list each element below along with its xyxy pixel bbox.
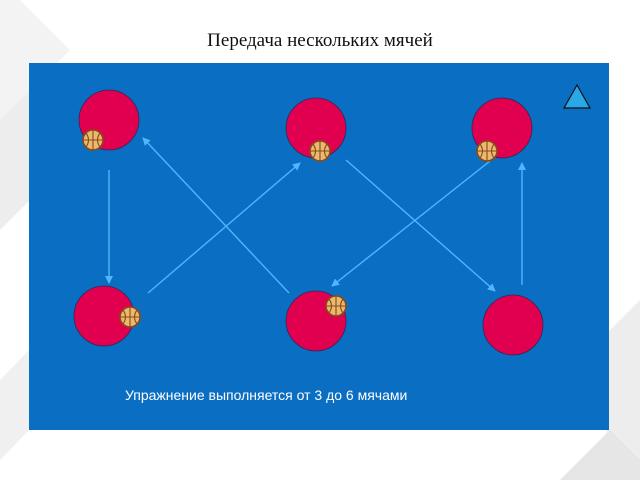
basketball-icon: [325, 295, 347, 317]
exercise-caption: Упражнение выполняется от 3 до 6 мячами: [125, 387, 408, 403]
pass-arrow-top-right-to-bottom-middle: [331, 160, 491, 287]
basketball-icon: [82, 129, 104, 151]
basketball-icon: [119, 306, 141, 328]
pass-arrows: [105, 137, 526, 294]
balls: [82, 129, 498, 328]
basketball-icon: [476, 140, 498, 162]
triangle-icon: [562, 83, 592, 109]
players: [73, 89, 544, 356]
pass-arrow-top-middle-to-bottom-right: [345, 159, 496, 292]
basketball-icon: [309, 140, 331, 162]
player-bottom-right: [482, 294, 544, 356]
pass-arrow-bottom-left-to-top-middle: [147, 162, 301, 294]
slide-title: Передача нескольких мячей: [207, 30, 433, 51]
pass-arrow-bottom-middle-to-top-left: [142, 137, 290, 294]
diagram-canvas: [73, 83, 592, 356]
exercise-field: Упражнение выполняется от 3 до 6 мячами: [29, 63, 609, 430]
